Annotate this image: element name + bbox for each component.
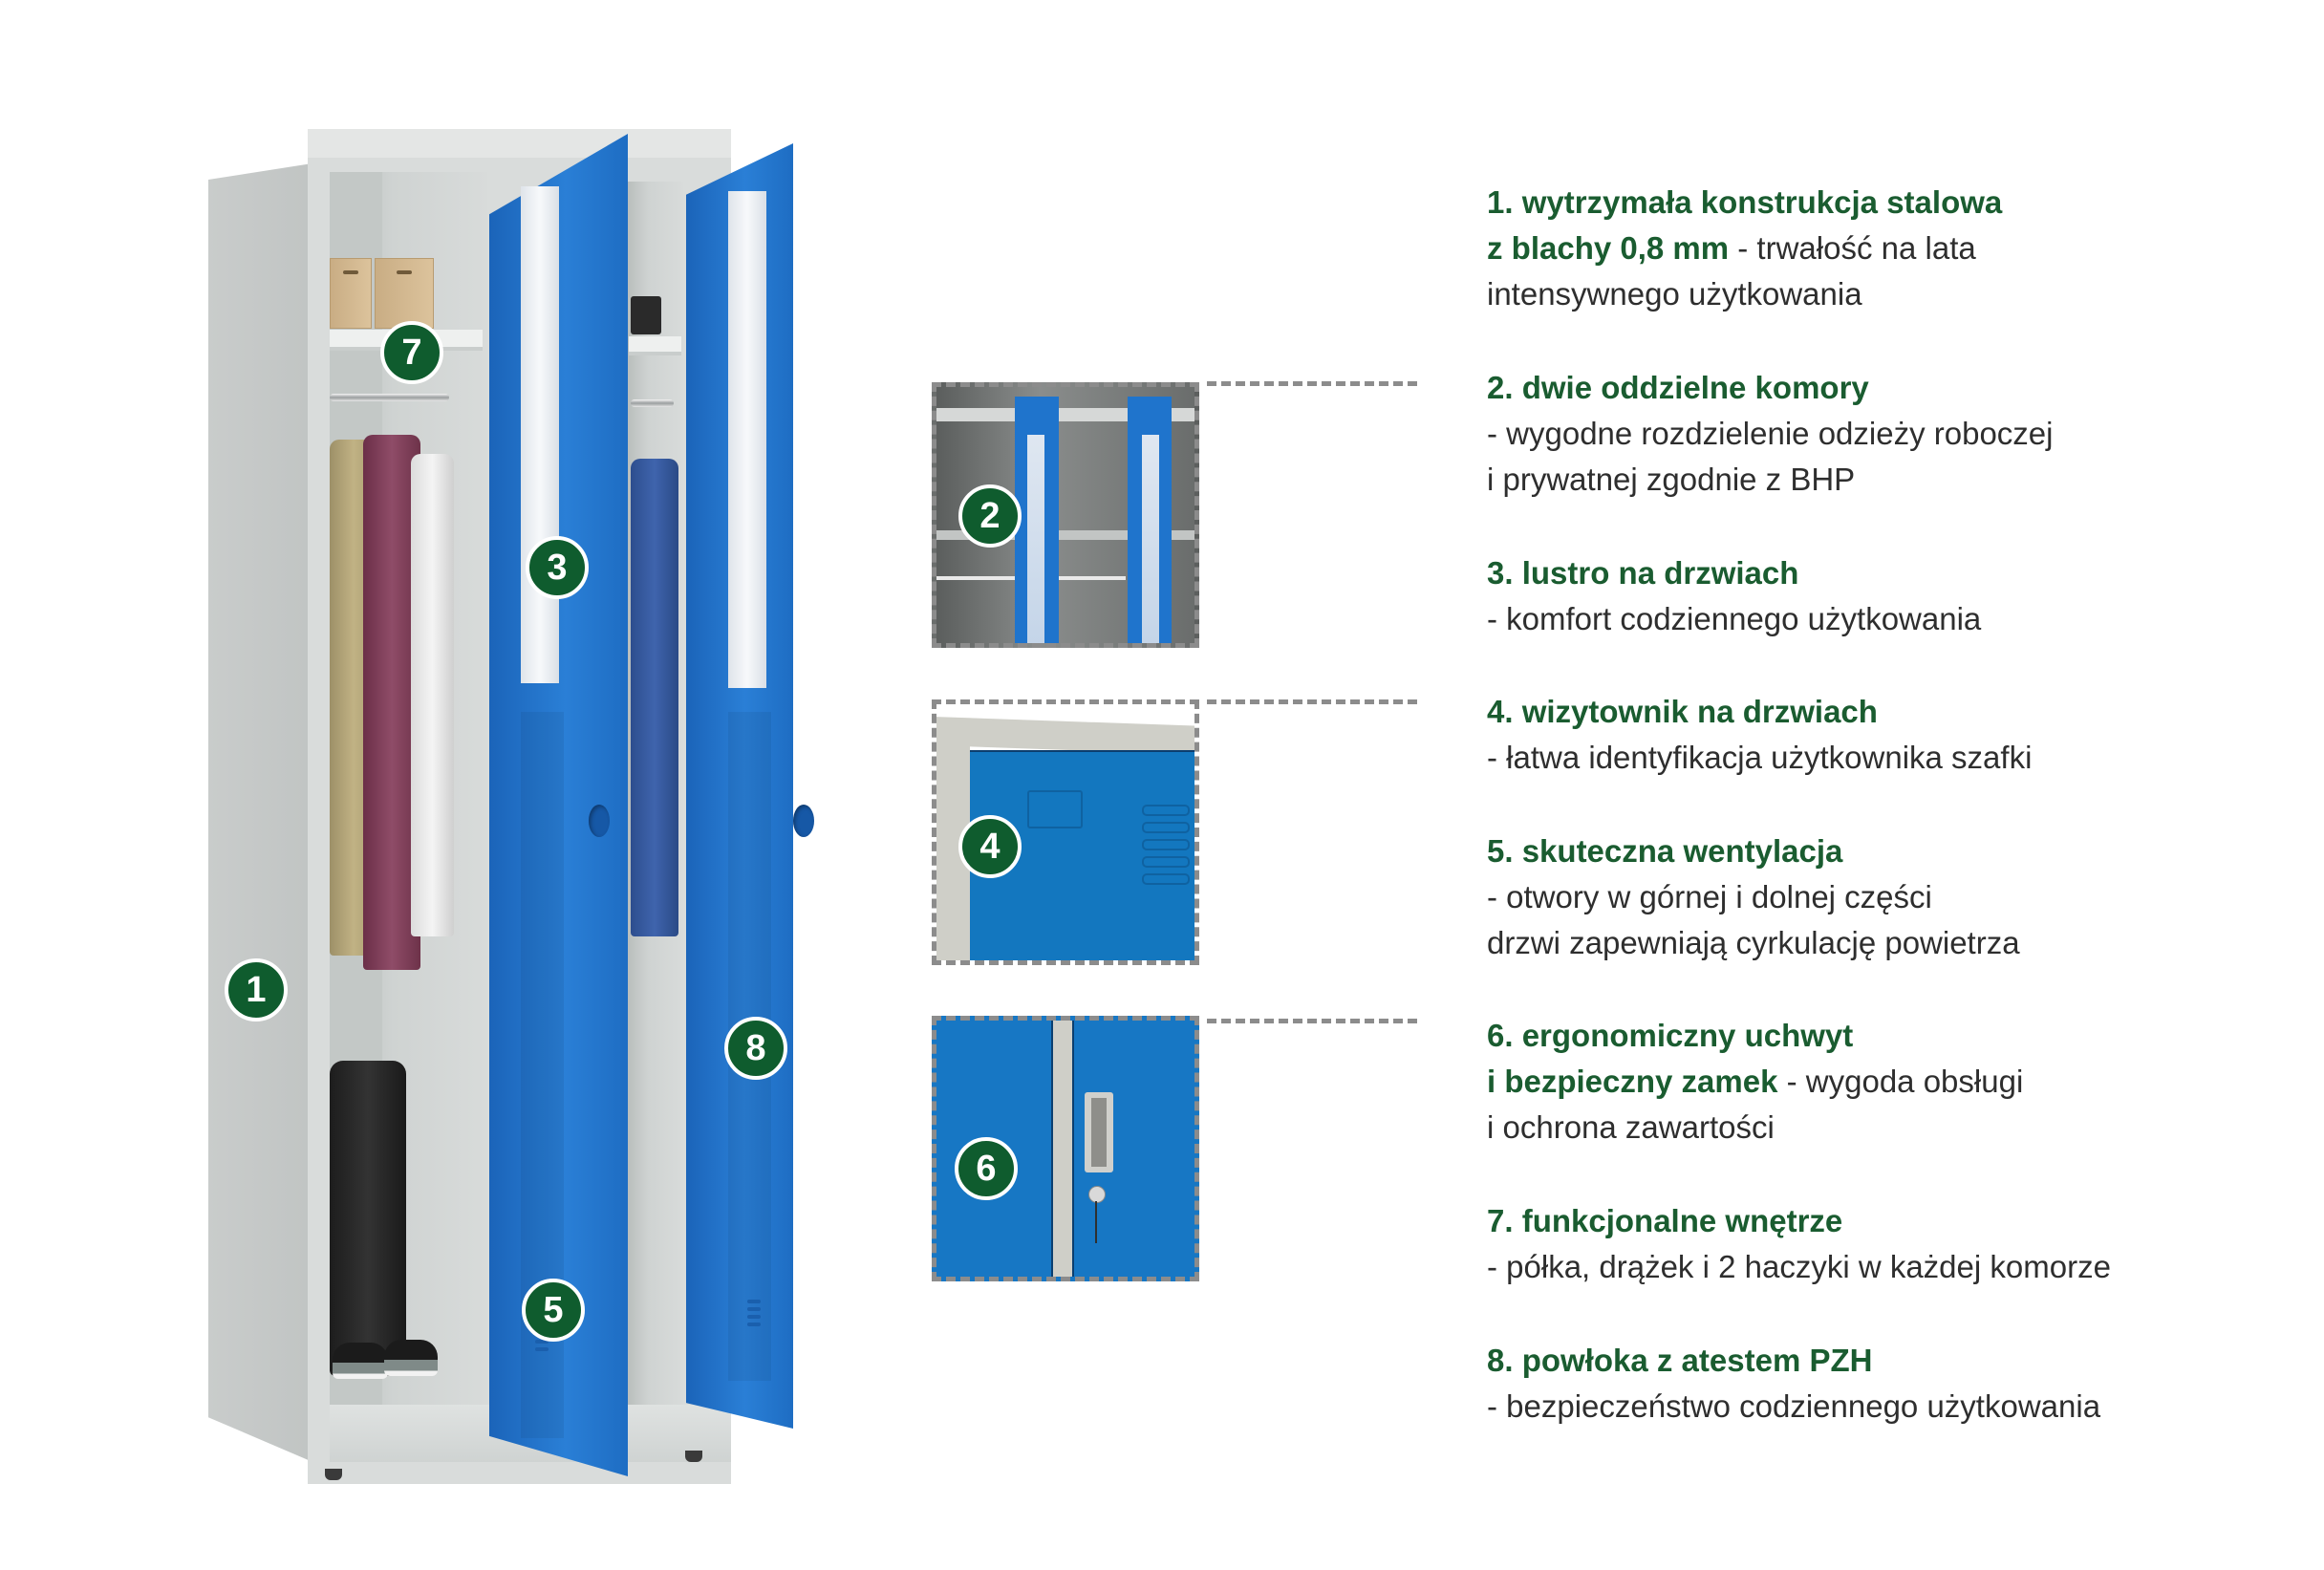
feature-desc: - wygodne rozdzielenie odzieży roboczej <box>1487 416 2054 451</box>
shirt-white <box>411 454 454 936</box>
feature-8: 8. powłoka z atestem PZH - bezpieczeństw… <box>1487 1338 2100 1430</box>
feature-4: 4. wizytownik na drzwiach - łatwa identy… <box>1487 689 2032 781</box>
mirror-left <box>521 186 559 683</box>
feature-5: 5. skuteczna wentylacja - otwory w górne… <box>1487 828 2020 966</box>
feature-title: z blachy 0,8 mm <box>1487 230 1730 266</box>
feature-6: 6. ergonomiczny uchwyt i bezpieczny zame… <box>1487 1013 2023 1151</box>
feature-desc: - bezpieczeństwo codziennego użytkowania <box>1487 1388 2101 1424</box>
feature-title: lustro na drzwiach <box>1521 555 1799 591</box>
feature-title: powłoka z atestem PZH <box>1521 1343 1873 1378</box>
feature-desc: - trwałość na lata <box>1729 230 1976 266</box>
vent-icon <box>747 1300 761 1326</box>
feature-desc: i prywatnej zgodnie z BHP <box>1487 462 1856 497</box>
vent-icon <box>1142 805 1190 885</box>
feature-title: wizytownik na drzwiach <box>1521 694 1878 729</box>
feature-number: 1. <box>1487 184 1514 220</box>
badge-1: 1 <box>225 958 288 1022</box>
feature-2: 2. dwie oddzielne komory - wygodne rozdz… <box>1487 365 2054 503</box>
mirror-right <box>728 191 766 688</box>
locker-foot <box>325 1469 342 1480</box>
feature-title: ergonomiczny uchwyt <box>1521 1018 1854 1053</box>
shirt-blue <box>631 459 678 936</box>
feature-number: 4. <box>1487 694 1514 729</box>
feature-number: 3. <box>1487 555 1514 591</box>
key-icon <box>1095 1201 1097 1243</box>
feature-desc: - komfort codziennego użytkowania <box>1487 601 1982 636</box>
badge-3: 3 <box>526 536 589 599</box>
shelf-right <box>629 336 681 355</box>
feature-7: 7. funkcjonalne wnętrze - półka, drążek … <box>1487 1198 2111 1290</box>
hanging-rod-right <box>631 399 674 407</box>
feature-title: skuteczna wentylacja <box>1521 833 1843 869</box>
feature-title: dwie oddzielne komory <box>1521 370 1869 405</box>
feature-1: 1. wytrzymała konstrukcja stalowa z blac… <box>1487 180 2002 317</box>
hanging-rod-left <box>330 394 449 401</box>
door-handle-right[interactable] <box>793 805 814 837</box>
feature-desc: - łatwa identyfikacja użytkownika szafki <box>1487 740 2033 775</box>
handle-icon <box>1085 1092 1113 1172</box>
feature-desc: - półka, drążek i 2 haczyki w każdej kom… <box>1487 1249 2111 1284</box>
sneaker <box>384 1340 438 1376</box>
feature-title: wytrzymała konstrukcja stalowa <box>1521 184 2003 220</box>
leader-line <box>1207 1019 1417 1023</box>
black-box <box>631 296 661 334</box>
backpack <box>330 1061 406 1376</box>
badge-4: 4 <box>958 815 1022 878</box>
locker-foot <box>685 1451 702 1462</box>
card-holder-icon <box>1027 790 1083 828</box>
storage-box <box>375 258 434 329</box>
feature-desc: - otwory w górnej i dolnej części <box>1487 879 1932 914</box>
feature-number: 5. <box>1487 833 1514 869</box>
feature-number: 6. <box>1487 1018 1514 1053</box>
badge-7: 7 <box>380 321 443 384</box>
feature-title: funkcjonalne wnętrze <box>1521 1203 1843 1238</box>
feature-3: 3. lustro na drzwiach - komfort codzienn… <box>1487 550 1981 642</box>
lock-icon <box>1088 1186 1106 1203</box>
storage-box <box>330 258 372 329</box>
badge-6: 6 <box>955 1137 1018 1200</box>
locker-top-edge <box>308 129 731 158</box>
feature-desc: i ochrona zawartości <box>1487 1109 1775 1145</box>
leader-line <box>1207 381 1417 386</box>
badge-8: 8 <box>724 1017 787 1080</box>
feature-title: i bezpieczny zamek <box>1487 1064 1778 1099</box>
feature-number: 8. <box>1487 1343 1514 1378</box>
feature-desc: intensywnego użytkowania <box>1487 276 1862 312</box>
feature-desc: drzwi zapewniają cyrkulację powietrza <box>1487 925 2020 960</box>
door-handle-left[interactable] <box>589 805 610 837</box>
sneaker <box>333 1343 388 1379</box>
feature-number: 2. <box>1487 370 1514 405</box>
badge-2: 2 <box>958 484 1022 548</box>
leader-line <box>1207 699 1417 704</box>
feature-desc: - wygoda obsługi <box>1777 1064 2024 1099</box>
badge-5: 5 <box>522 1279 585 1342</box>
feature-number: 7. <box>1487 1203 1514 1238</box>
